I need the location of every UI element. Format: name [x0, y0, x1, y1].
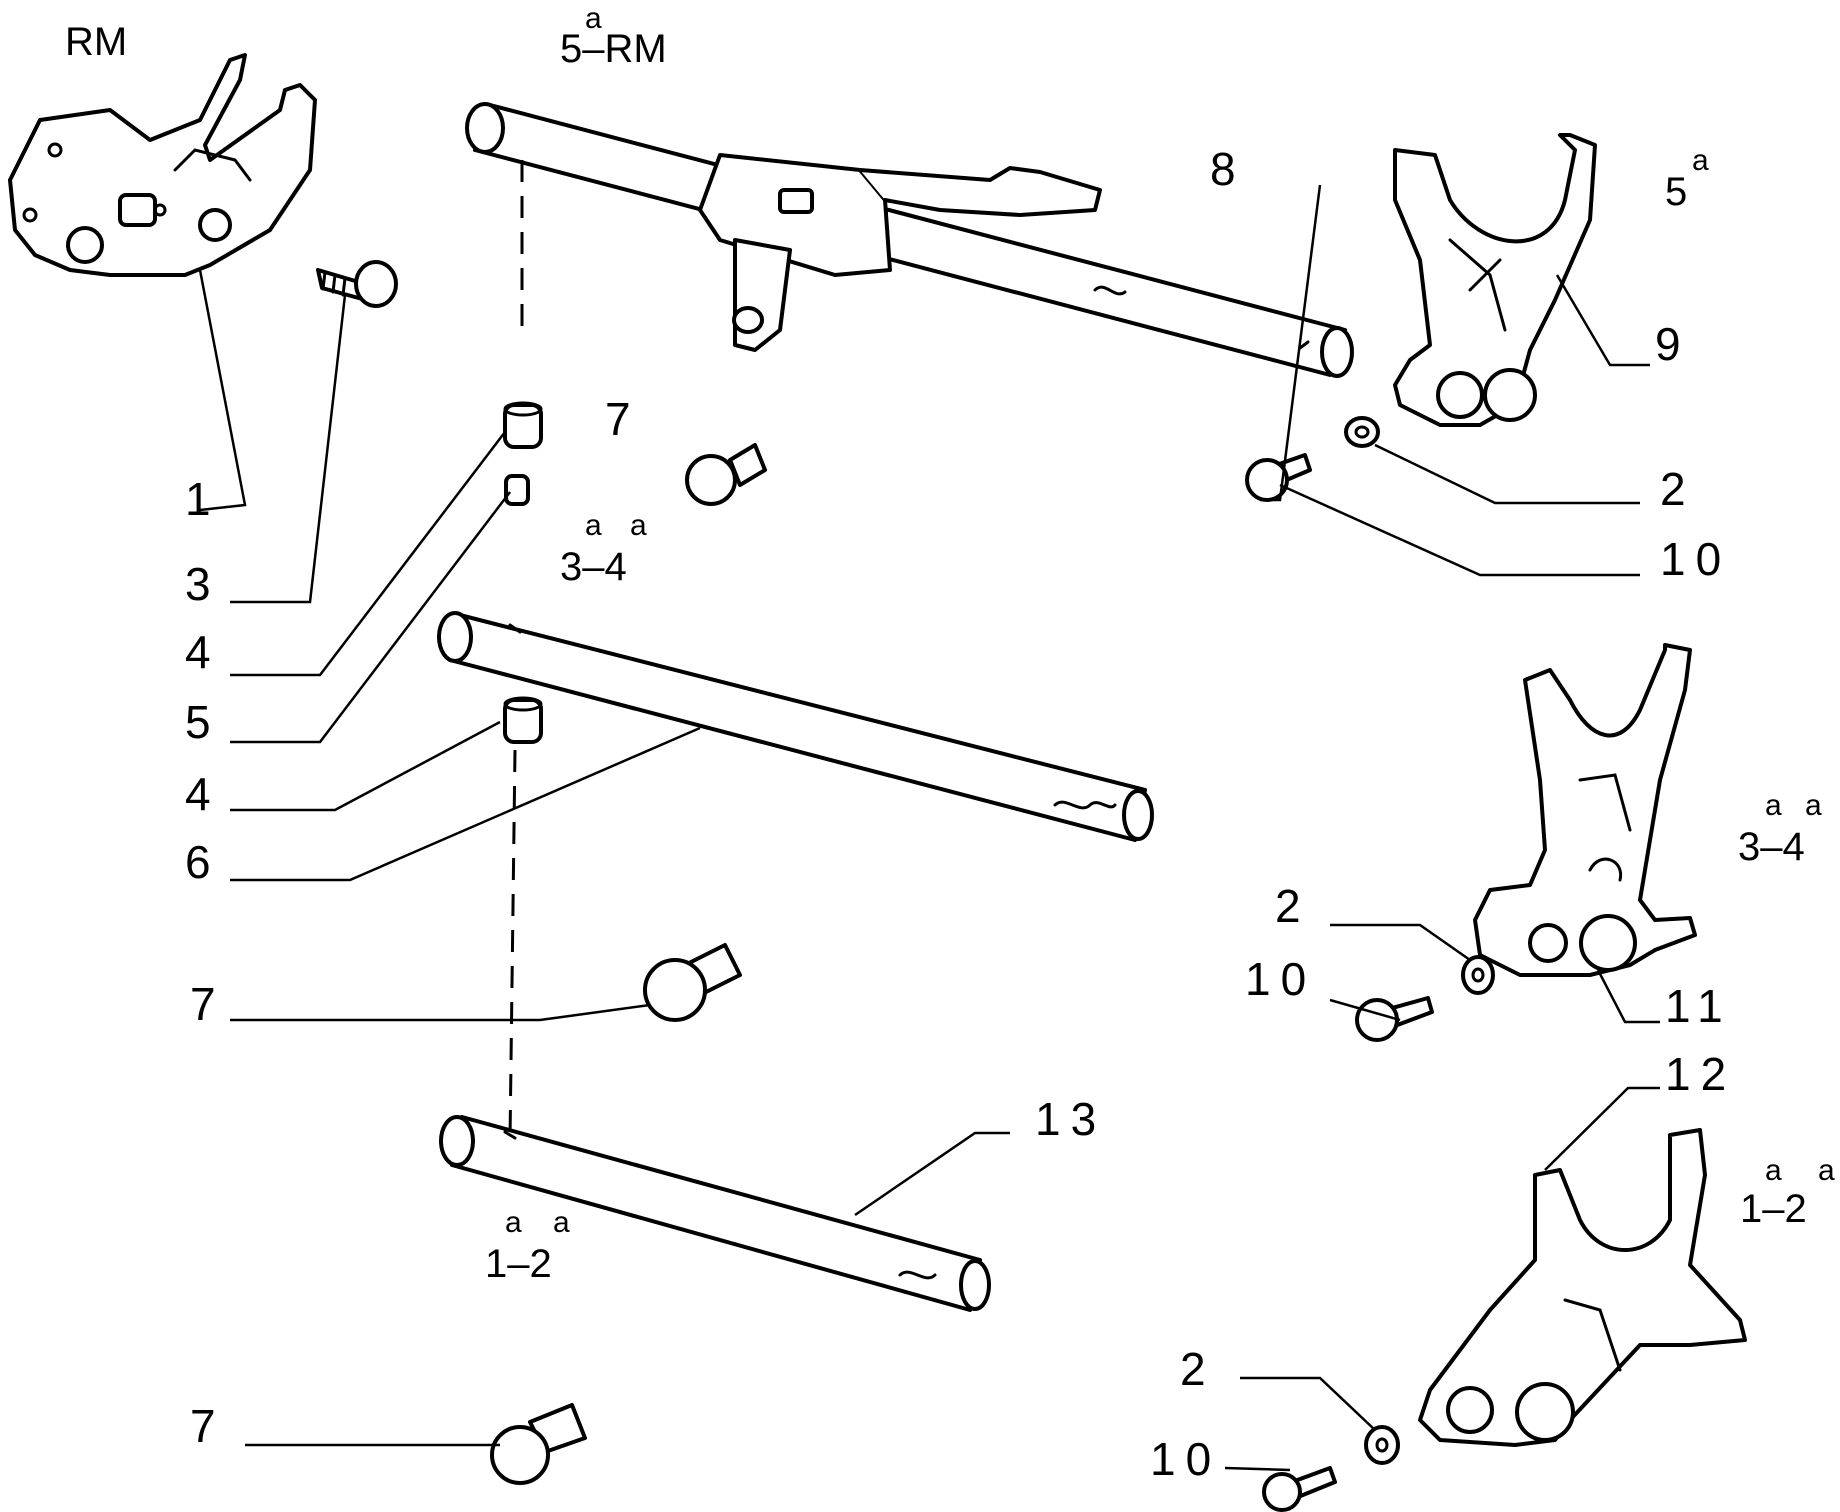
callout-2a: 2	[1660, 463, 1696, 515]
callout-7b: 7	[190, 978, 226, 1030]
callout-10c: 10	[1150, 1433, 1221, 1485]
callout-9: 9	[1655, 318, 1691, 370]
label-12-right-sup1: a	[1765, 1154, 1782, 1187]
label-34-right: 3–4	[1738, 825, 1805, 869]
interlock-pin-5	[504, 474, 530, 506]
bolt-10c	[1262, 1466, 1337, 1512]
reverse-selector-bracket	[8, 53, 317, 277]
label-12-bottom-sup2: a	[553, 1206, 570, 1239]
label-12-bottom: 1–2	[485, 1242, 552, 1286]
gear-labels: RM a 5–RM 5 a a a 3–4 a a 3–4 a a 1–2 a …	[65, 2, 1835, 1286]
label-34-mid: 3–4	[560, 545, 627, 589]
label-34-right-sup1: a	[1765, 789, 1782, 822]
label-34-mid-sup2: a	[630, 509, 647, 542]
plug-7b	[643, 943, 742, 1022]
fork-12	[1418, 1128, 1747, 1447]
detent-plunger-4a	[503, 401, 543, 449]
callout-6: 6	[185, 836, 221, 888]
washer-2c	[1364, 1425, 1400, 1465]
callout-5: 5	[185, 696, 221, 748]
shift-rod-6	[437, 611, 1154, 842]
callout-2b: 2	[1275, 880, 1311, 932]
label-fifth-rm: 5–RM	[560, 27, 667, 71]
callout-11: 11	[1665, 980, 1733, 1032]
label-34-mid-sup1: a	[585, 509, 602, 542]
washer-2a	[1344, 416, 1380, 448]
label-34-right-sup2: a	[1805, 789, 1822, 822]
label-fifth: 5	[1665, 170, 1687, 214]
callout-10b: 10	[1245, 953, 1316, 1005]
callout-8: 8	[1210, 143, 1246, 195]
alignment-axis	[508, 160, 524, 1141]
callout-1: 1	[185, 473, 221, 525]
label-fifth-rm-sup: a	[585, 2, 602, 35]
callout-10a: 10	[1660, 533, 1731, 585]
label-rm: RM	[65, 20, 127, 64]
fork-11	[1473, 643, 1697, 977]
label-12-bottom-sup1: a	[505, 1206, 522, 1239]
bolt-3	[316, 260, 398, 308]
leader-lines	[198, 184, 1660, 1472]
shift-rod-13	[439, 1115, 991, 1312]
detent-plunger-4b	[503, 696, 543, 744]
callout-7c: 7	[190, 1400, 226, 1452]
callout-13: 13	[1035, 1093, 1106, 1145]
shift-rod-8	[465, 102, 1354, 378]
fork-9	[1393, 133, 1597, 427]
bolt-10a	[1245, 453, 1312, 502]
callout-numbers: 1 3 4 5 4 6 7 7 7 8 9 2 10 2 10 11 12 2 …	[185, 143, 1736, 1485]
plug-7a	[685, 443, 767, 506]
plug-7c	[490, 1403, 587, 1485]
callout-12: 12	[1665, 1048, 1736, 1100]
label-fifth-sup: a	[1692, 144, 1709, 177]
callout-4b: 4	[185, 768, 221, 820]
callout-3: 3	[185, 558, 221, 610]
washer-2b	[1461, 955, 1495, 995]
callout-7a: 7	[605, 393, 641, 445]
label-12-right-sup2: a	[1818, 1154, 1835, 1187]
label-12-right: 1–2	[1740, 1187, 1807, 1231]
callout-2c: 2	[1180, 1343, 1216, 1395]
callout-4a: 4	[185, 626, 221, 678]
